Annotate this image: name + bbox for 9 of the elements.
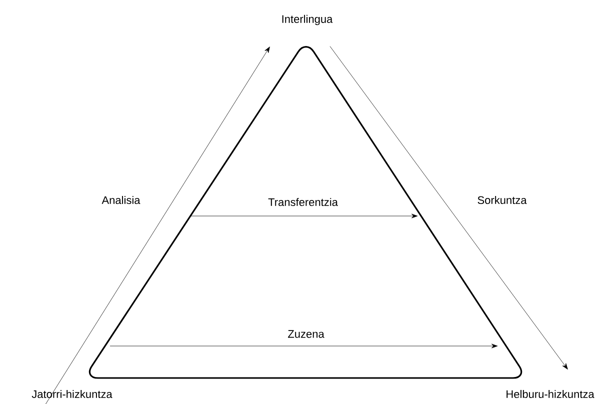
arrow-label: Zuzena xyxy=(288,330,324,338)
edge-label: Sorkuntza xyxy=(478,196,527,204)
edge-label: Analisia xyxy=(102,196,140,204)
arrow-label: Transferentzia xyxy=(268,198,338,206)
language-label: Helburu-hizkuntza xyxy=(506,390,594,398)
language-label: Jatorri-hizkuntza xyxy=(32,390,112,398)
language-label: Interlingua xyxy=(282,14,333,26)
arrow xyxy=(44,46,270,404)
arrow xyxy=(330,46,568,370)
